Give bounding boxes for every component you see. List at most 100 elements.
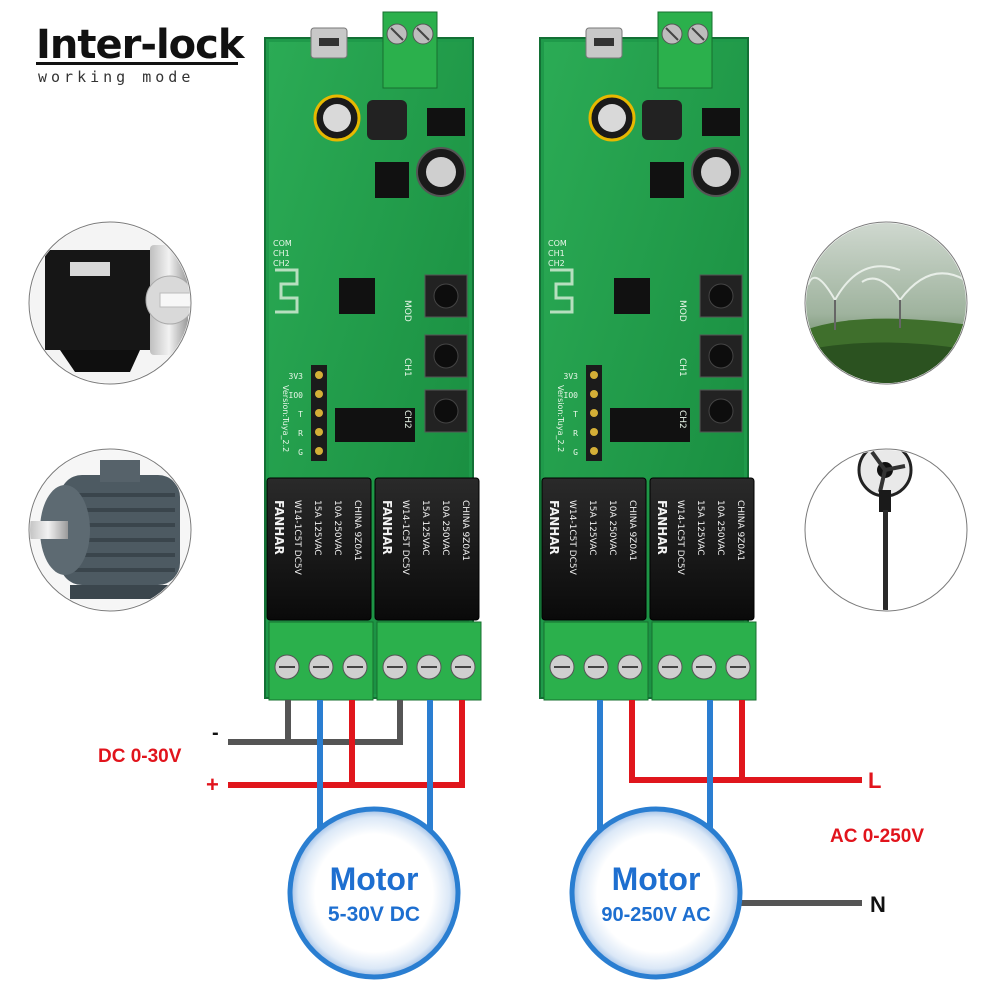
input-terminal	[382, 11, 438, 89]
silk-label: CH1	[273, 249, 290, 258]
wifi-module-chip	[614, 278, 650, 314]
relay-marking: 15A 125VAC	[695, 500, 705, 556]
dc-motor-photo	[28, 221, 192, 385]
relay-marking: W14-1C5T DC5V	[567, 500, 577, 576]
relay-marking: CHINA 9Z0A1	[627, 500, 637, 561]
relay-marking: 10A 250VAC	[607, 500, 617, 556]
pcb-antenna	[275, 268, 299, 314]
silk-label: CH1	[677, 358, 687, 377]
dc-minus-label: -	[212, 722, 219, 744]
pin-label: R	[573, 429, 578, 438]
relay-body	[649, 477, 755, 621]
silk-label: CH2	[677, 410, 687, 429]
ac-motor-spec: 90-250V AC	[601, 904, 710, 926]
regulator-chip	[375, 162, 409, 198]
button-cap	[708, 283, 734, 309]
relay-body	[266, 477, 372, 621]
relay-marking: FANHAR	[655, 500, 669, 555]
capacitor-top	[426, 157, 456, 187]
relay-marking: 10A 250VAC	[332, 500, 342, 556]
relay-marking: 15A 125VAC	[587, 500, 597, 556]
driver-chip	[335, 408, 415, 442]
dc-motor-circle: Motor 5-30V DC	[287, 806, 461, 980]
driver-chip	[610, 408, 690, 442]
header-pin	[590, 371, 598, 379]
silk-label: CH2	[273, 259, 290, 268]
button-cap	[433, 283, 459, 309]
header-pin	[315, 371, 323, 379]
relay-marking: FANHAR	[272, 500, 286, 555]
screw-slot	[416, 27, 430, 41]
pin-label: T	[573, 410, 578, 419]
ac-neutral-label: N	[870, 892, 886, 917]
screw-slot	[665, 27, 679, 41]
header-pin	[315, 428, 323, 436]
ac-wiring	[597, 700, 862, 906]
header-pin	[315, 390, 323, 398]
relay-marking: 10A 250VAC	[715, 500, 725, 556]
relay-body	[541, 477, 647, 621]
relay-marking: FANHAR	[380, 500, 394, 555]
irrigation-sprinkler-photo	[804, 221, 968, 385]
relay: FANHAR W14-1C5T DC5V 15A 125VAC 10A 250VAC C…	[541, 477, 649, 701]
silk-label: CH2	[548, 259, 565, 268]
silk-label: CH1	[402, 358, 412, 377]
screw-slot	[390, 27, 404, 41]
wifi-module-chip	[339, 278, 375, 314]
pin-label: IO0	[564, 391, 579, 400]
diode-chip	[702, 108, 740, 136]
pin-label: 3V3	[564, 372, 579, 381]
dc-positive-wire	[352, 700, 465, 788]
regulator-chip	[650, 162, 684, 198]
relay-marking: FANHAR	[547, 500, 561, 555]
relay-marking: W14-1C5T DC5V	[292, 500, 302, 576]
header-pin	[590, 428, 598, 436]
inductor	[367, 100, 407, 140]
page-subtitle: working mode	[38, 68, 195, 86]
screw-slot	[691, 27, 705, 41]
silk-label: COM	[273, 239, 292, 248]
ac-supply-label: AC 0-250V	[830, 826, 924, 847]
capacitor-top	[323, 104, 351, 132]
silk-label: CH2	[402, 410, 412, 429]
relay-marking: W14-1C5T DC5V	[675, 500, 685, 576]
usb-opening	[319, 38, 339, 46]
dc-wiring	[228, 700, 465, 840]
silk-label: COM	[548, 239, 567, 248]
relay-marking: CHINA 9Z0A1	[735, 500, 745, 561]
capacitor-top	[701, 157, 731, 187]
pcb-antenna	[550, 268, 574, 314]
silk-label: MOD	[402, 300, 412, 322]
relay-board: 3V3IO0TRGCOMCH1CH2MODCH1CH2Version:Tuya_…	[264, 11, 482, 701]
usb-opening	[594, 38, 614, 46]
inductor	[642, 100, 682, 140]
pin-label: T	[298, 410, 303, 419]
ac-motor-circle: Motor 90-250V AC	[569, 806, 743, 980]
button-cap	[433, 343, 459, 369]
silk-label: MOD	[677, 300, 687, 322]
ac-motor-photo	[28, 448, 192, 612]
relay-marking: 15A 125VAC	[312, 500, 322, 556]
dc-supply-label: DC 0-30V	[98, 746, 182, 767]
pin-label: R	[298, 429, 303, 438]
ac-line-label: L	[868, 768, 882, 793]
header-pin	[590, 390, 598, 398]
header-pin	[315, 409, 323, 417]
relay-marking: 10A 250VAC	[440, 500, 450, 556]
dc-motor-name: Motor	[330, 861, 419, 897]
relay-marking: W14-1C5T DC5V	[400, 500, 410, 576]
relay-marking: CHINA 9Z0A1	[352, 500, 362, 561]
relay-body	[374, 477, 480, 621]
pin-label: G	[298, 448, 303, 457]
page-title: Inter-lock	[36, 22, 244, 68]
ac-motor-name: Motor	[612, 861, 701, 897]
input-terminal	[657, 11, 713, 89]
button-cap	[433, 398, 459, 424]
header-pin	[590, 447, 598, 455]
silk-label: CH1	[548, 249, 565, 258]
relay-marking: CHINA 9Z0A1	[460, 500, 470, 561]
standing-fan-photo	[804, 448, 968, 612]
version-label: Version:Tuya_2.2	[281, 385, 290, 452]
relay-marking: 15A 125VAC	[420, 500, 430, 556]
